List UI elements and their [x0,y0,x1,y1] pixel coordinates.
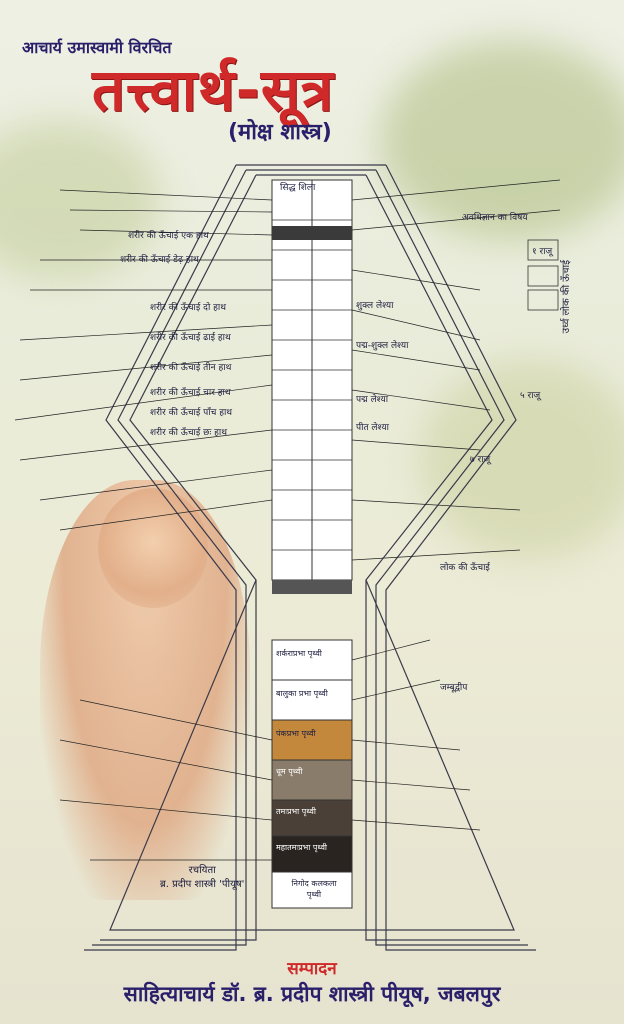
right-label-1: अवधिज्ञान का विषय [462,213,528,223]
background-foliage [0,120,160,280]
heaven-label-4: पीत लेश्या [356,423,389,433]
background-foliage [380,40,624,240]
left-label-2: शरीर की ऊँचाई डेढ़ हाथ [120,255,199,265]
left-label-4: शरीर की ऊँचाई ढाई हाथ [150,333,231,343]
adho-loka-levels [271,639,353,909]
left-label-8: शरीर की ऊँचाई छः हाथ [150,428,228,438]
hell-level-5: तमःप्रभा पृथ्वी [276,807,316,816]
right-side-ladder [527,239,559,311]
editor-name: साहित्याचार्य डॉ. ब्र. प्रदीप शास्त्री प… [123,982,501,1006]
right-label-2: १ राजू [532,247,553,257]
portrait-head [98,488,208,608]
madhya-loka-band [272,580,352,594]
loka-outline [84,164,536,951]
leader-lines [14,179,561,861]
hell-level-2: बालुका प्रभा पृथ्वी [276,689,328,698]
left-label-3: शरीर की ऊँचाई दो हाथ [150,303,227,313]
hell-level-1: शर्कराप्रभा पृथ्वी [276,649,322,658]
author-credit: रचयिता ब्र. प्रदीप शास्त्री 'पीयूष' [160,865,245,890]
heaven-label-3: पद्म लेश्या [356,395,389,405]
background-foliage [420,360,624,560]
right-label-6: जम्बूद्वीप [440,683,468,693]
siddha-shila-label: सिद्ध शिला [280,183,316,193]
hell-level-6: महातमःप्रभा पृथ्वी [276,843,328,852]
hell-level-7: निगोद कलकला पृथ्वी [291,879,337,899]
left-label-5: शरीर की ऊँचाई तीन हाथ [150,363,232,373]
right-label-5: लोक की ऊँचाई [440,563,490,573]
hell-level-3: पंकप्रभा पृथ्वी [276,729,316,738]
heaven-label-1: शुक्ल लेश्या [356,301,394,311]
heaven-label-2: पद्म-शुक्ल लेश्या [356,341,409,351]
right-label-4: ७ राजू [470,455,491,465]
book-title: तत्त्वार्थ-सूत्र [92,56,335,124]
loka-diagram [14,164,561,951]
anuttara-band [272,226,352,240]
vertical-note: उर्ध्व लोक की ऊँचाई [561,260,572,334]
right-label-3: ५ राजू [520,391,541,401]
editor-heading: सम्पादन [287,959,337,979]
left-label-1: शरीर की ऊँचाई एक हाथ [128,231,209,241]
hell-level-4: धूम पृथ्वी [276,767,303,776]
book-subtitle: (मोक्ष शास्त्र) [228,120,332,145]
left-label-6: शरीर की ऊँचाई चार हाथ [150,388,231,398]
author-credit-top: आचार्य उमास्वामी विरचित [22,38,172,57]
left-label-7: शरीर की ऊँचाई पाँच हाथ [150,408,233,418]
